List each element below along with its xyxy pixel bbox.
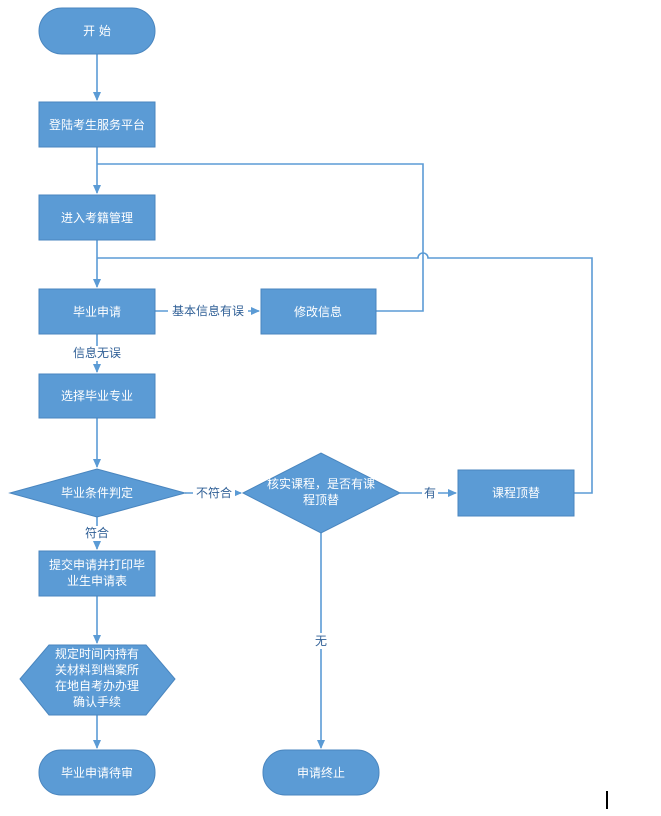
label-not-qualified: 不符合 [196, 485, 232, 500]
text-cursor [606, 791, 608, 809]
connectors [93, 54, 593, 749]
node-submit-print-line2: 业生申请表 [67, 574, 127, 588]
edge-modify-loop [97, 163, 424, 312]
label-no-course: 无 [315, 634, 327, 648]
edge-substitute-loop [97, 252, 593, 494]
node-terminate-label: 申请终止 [297, 765, 345, 780]
node-start: 开 始 [38, 7, 156, 55]
node-pending: 毕业申请待审 [38, 749, 156, 796]
edge-labels: 基本信息有误 信息无误 不符合 有 符合 无 [69, 303, 438, 649]
node-enter-records-label: 进入考籍管理 [61, 210, 133, 225]
node-login: 登陆考生服务平台 [38, 101, 156, 148]
node-submit-print: 提交申请并打印毕 业生申请表 [38, 550, 156, 597]
node-course-substitution: 课程顶替 [457, 469, 575, 517]
node-apply-label: 毕业申请 [73, 305, 121, 319]
node-verify-courses: 核实课程，是否有课 程顶替 [241, 452, 402, 534]
node-modify-info: 修改信息 [260, 288, 377, 335]
node-pending-label: 毕业申请待审 [61, 765, 133, 780]
node-choose-major: 选择毕业专业 [38, 373, 156, 419]
label-info-error: 基本信息有误 [172, 303, 244, 318]
node-submit-print-line1: 提交申请并打印毕 [49, 557, 145, 572]
node-condition-check: 毕业条件判定 [8, 468, 187, 518]
node-terminate: 申请终止 [262, 749, 380, 796]
node-choose-major-label: 选择毕业专业 [61, 388, 133, 403]
node-confirm-procedure-line1: 规定时间内持有 [55, 646, 139, 661]
node-login-label: 登陆考生服务平台 [49, 117, 145, 132]
label-has-course: 有 [424, 486, 436, 500]
node-confirm-procedure-line3: 在地自考办办理 [55, 678, 139, 693]
node-course-substitution-label: 课程顶替 [492, 485, 540, 500]
node-start-label: 开 始 [83, 24, 111, 38]
node-apply: 毕业申请 [38, 288, 156, 335]
node-verify-courses-line2: 程顶替 [303, 492, 339, 507]
label-qualified: 符合 [85, 525, 109, 540]
node-confirm-procedure-line2: 关材料到档案所 [55, 662, 139, 677]
node-verify-courses-line1: 核实课程，是否有课 [267, 476, 375, 491]
node-condition-check-label: 毕业条件判定 [61, 485, 133, 500]
label-info-ok: 信息无误 [73, 345, 121, 360]
node-modify-info-label: 修改信息 [294, 304, 342, 319]
node-confirm-procedure-line4: 确认手续 [73, 695, 121, 709]
node-confirm-procedure: 规定时间内持有 关材料到档案所 在地自考办办理 确认手续 [19, 644, 176, 716]
node-enter-records: 进入考籍管理 [38, 194, 156, 241]
